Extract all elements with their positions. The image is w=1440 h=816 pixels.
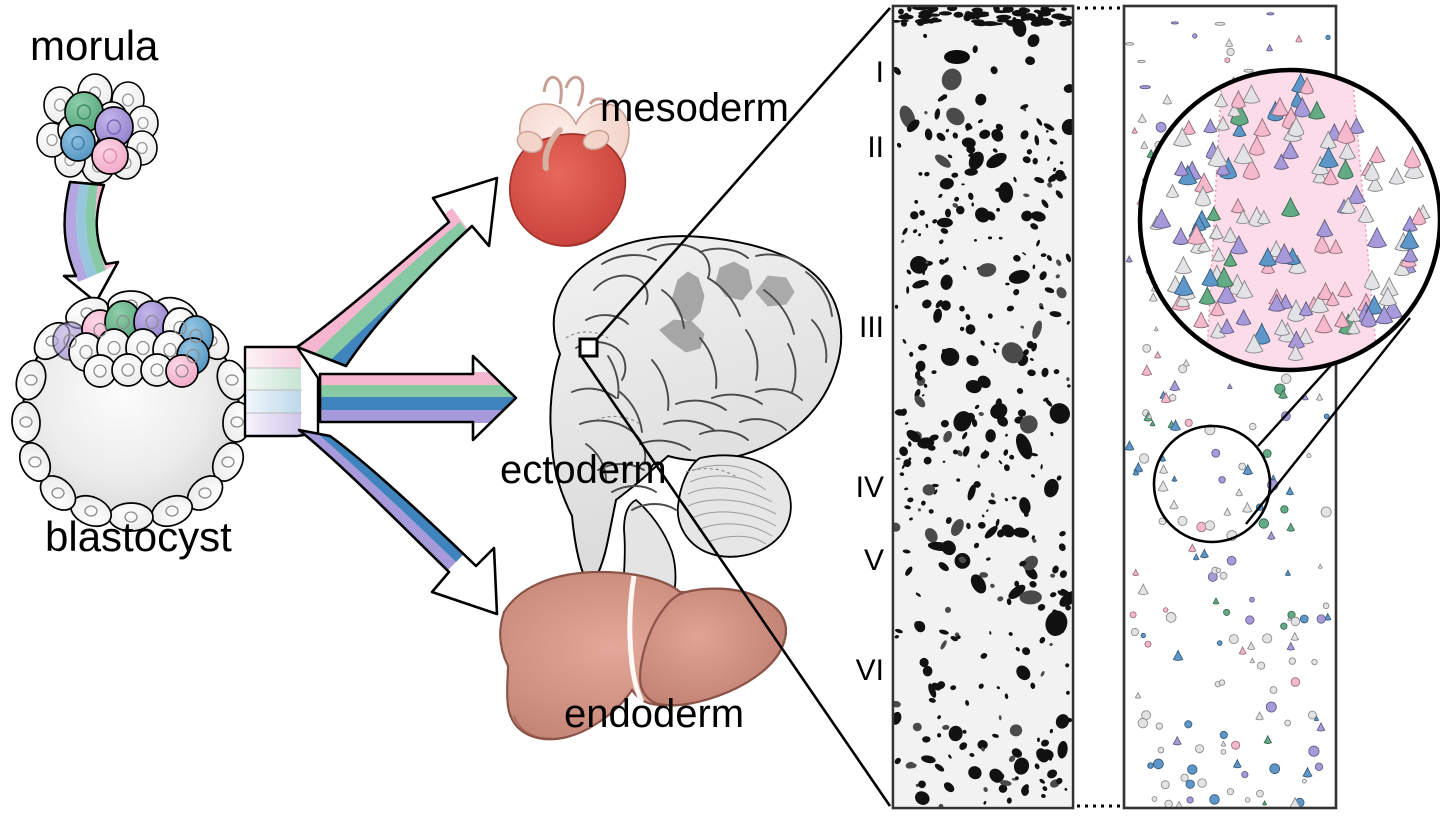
liver-illustration (499, 570, 787, 741)
layer-label-V: V (863, 544, 884, 577)
germ-layer-branching-arrows (243, 176, 518, 616)
label-endoderm: endoderm (564, 692, 745, 736)
magnified-column-inset (1137, 67, 1440, 373)
layer-label-III: III (858, 311, 884, 344)
heart-illustration (509, 75, 630, 247)
magnifier-circle-large[interactable] (1137, 67, 1440, 373)
label-mesoderm: mesoderm (600, 86, 789, 130)
morula-illustration (36, 73, 159, 184)
layer-label-VI: VI (855, 654, 884, 687)
brain-illustration (549, 235, 843, 638)
layer-label-II: II (867, 131, 884, 164)
label-ectoderm: ectoderm (500, 448, 667, 492)
magnifier-circle-source[interactable] (1152, 424, 1272, 544)
layer-label-IV: IV (855, 471, 884, 504)
blastocyst-illustration (11, 290, 252, 532)
callout-leader-lines (580, 7, 892, 807)
label-blastocyst: blastocyst (45, 513, 232, 560)
panel-divider-dots (1077, 6, 1121, 808)
arrow-morula-to-blastocyst (62, 180, 120, 304)
cortex-sample-square-marker[interactable] (578, 337, 599, 358)
nissl-stain-panel (891, 4, 1075, 810)
label-morula: morula (30, 22, 159, 69)
layer-label-I: I (875, 56, 884, 89)
arrow-stem (243, 345, 320, 438)
